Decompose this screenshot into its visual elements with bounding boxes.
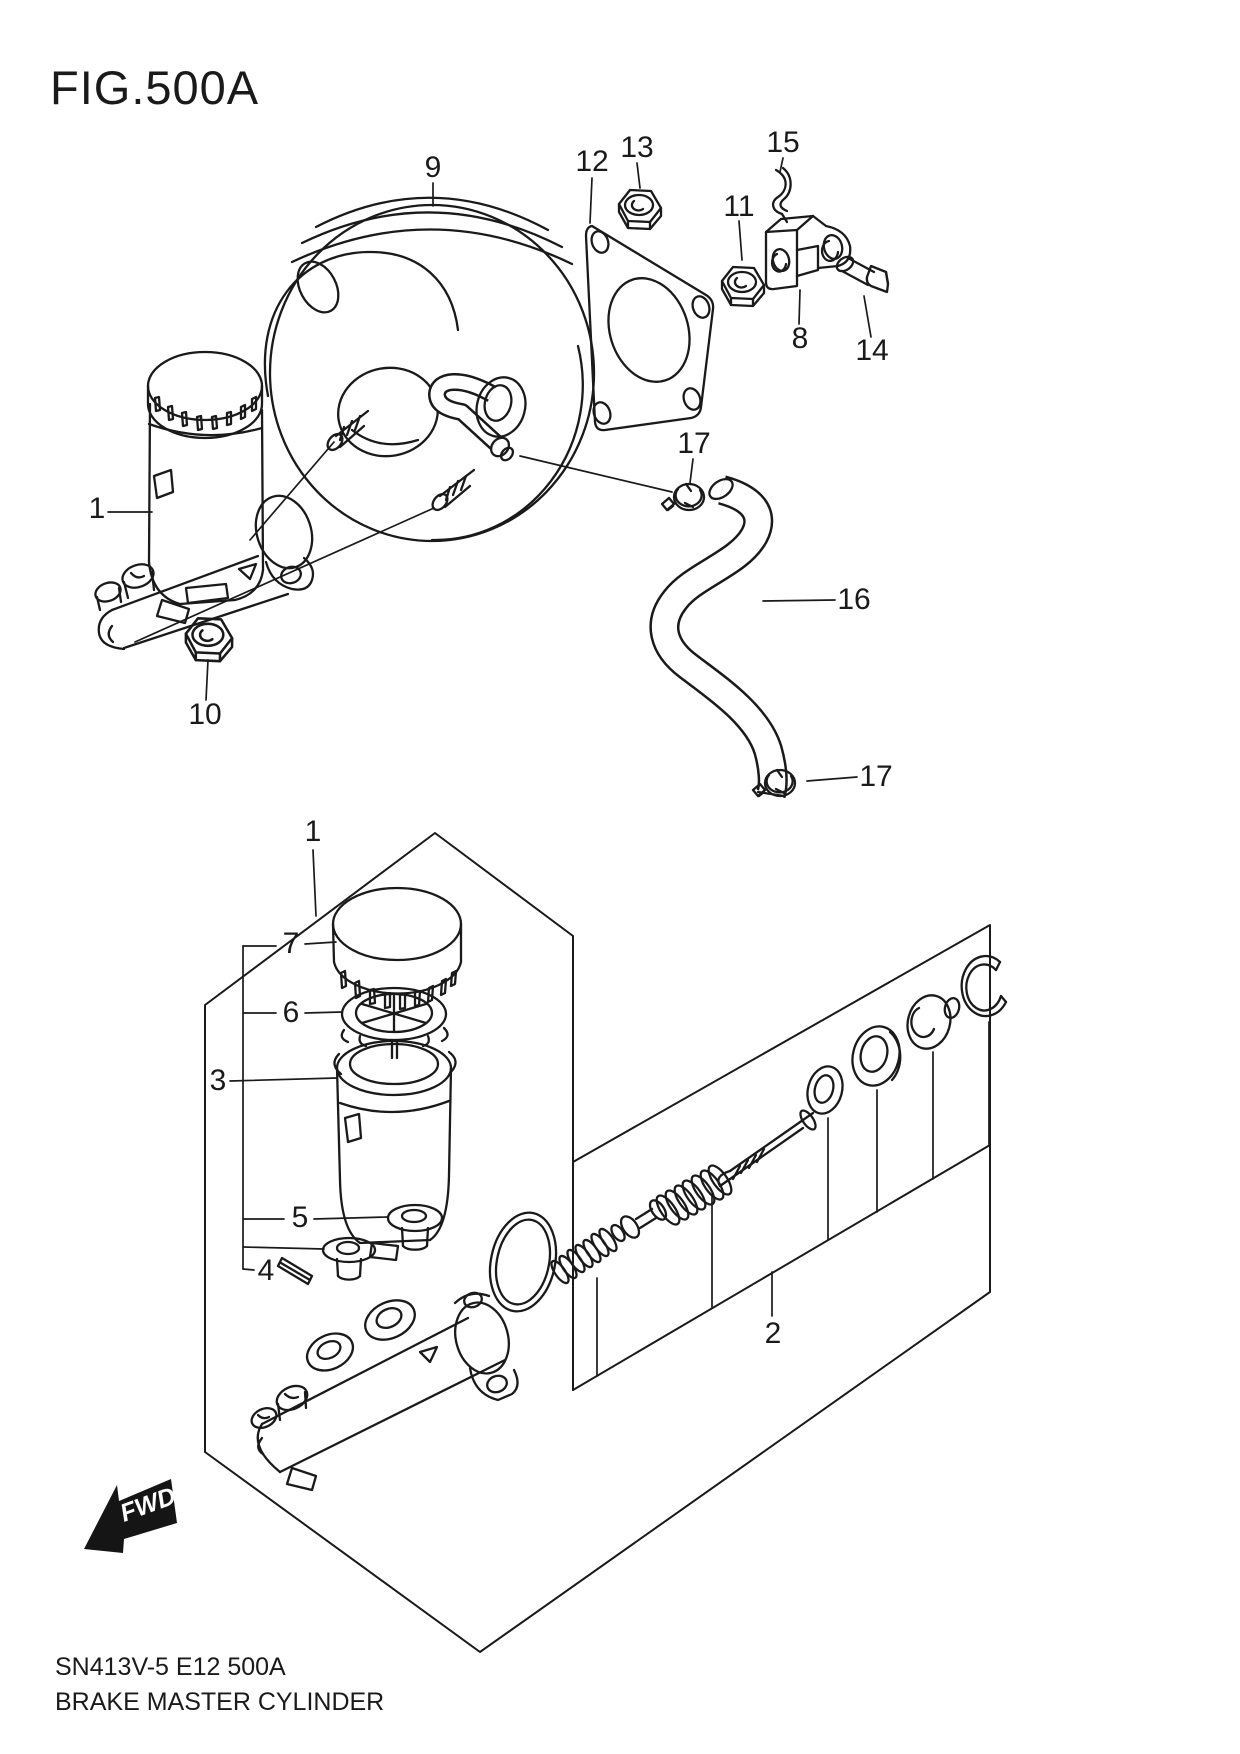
figure-caption: BRAKE MASTER CYLINDER <box>55 1688 385 1716</box>
master-cylinder-1-upper <box>94 350 315 651</box>
callout-6: 6 <box>282 996 300 1029</box>
callout-7: 7 <box>282 927 300 960</box>
nut-13 <box>617 188 663 231</box>
exploded-view-box <box>204 832 991 1653</box>
callout-17-lower: 17 <box>859 760 893 793</box>
nut-10 <box>184 617 234 663</box>
cylinder-body-lower <box>250 1291 519 1492</box>
figure-number: FIG.500A <box>50 61 260 114</box>
callout-1-upper: 1 <box>88 492 106 525</box>
booster-9 <box>134 196 673 643</box>
label-bracket <box>229 849 389 1271</box>
grommets-5 <box>321 1203 444 1281</box>
callout-4: 4 <box>257 1254 275 1287</box>
clip-15 <box>771 166 792 224</box>
upper-leader-lines <box>107 157 872 782</box>
nut-11 <box>720 265 766 308</box>
callout-12: 12 <box>575 145 609 178</box>
callout-14: 14 <box>855 334 889 367</box>
callout-2: 2 <box>764 1317 782 1350</box>
callout-16: 16 <box>837 583 871 616</box>
callout-3: 3 <box>209 1064 227 1097</box>
piston-kit-2 <box>550 954 1008 1285</box>
callout-15: 15 <box>766 126 800 159</box>
pin-14 <box>835 255 890 294</box>
lower-leader-lines <box>596 1021 990 1377</box>
fwd-arrow: FWD <box>84 1479 180 1553</box>
model-code: SN413V-5 E12 500A <box>55 1653 286 1681</box>
page-footer: SN413V-5 E12 500A BRAKE MASTER CYLINDER <box>55 1650 384 1720</box>
callout-13: 13 <box>620 131 654 164</box>
callout-9: 9 <box>424 151 442 184</box>
clevis-8 <box>764 214 852 291</box>
callout-17-upper: 17 <box>677 427 711 460</box>
callout-5: 5 <box>291 1201 309 1234</box>
clamp-17-upper <box>660 482 706 512</box>
reservoir-3 <box>333 1039 457 1262</box>
callout-10: 10 <box>188 698 222 731</box>
reservoir-cap-7 <box>331 886 463 1011</box>
o-ring <box>488 1211 558 1313</box>
callout-8: 8 <box>791 322 809 355</box>
pin-4 <box>276 1256 314 1286</box>
callout-11: 11 <box>723 190 755 223</box>
gasket-12 <box>584 224 715 432</box>
hose-16 <box>649 475 788 799</box>
callout-1-lower: 1 <box>304 815 322 848</box>
